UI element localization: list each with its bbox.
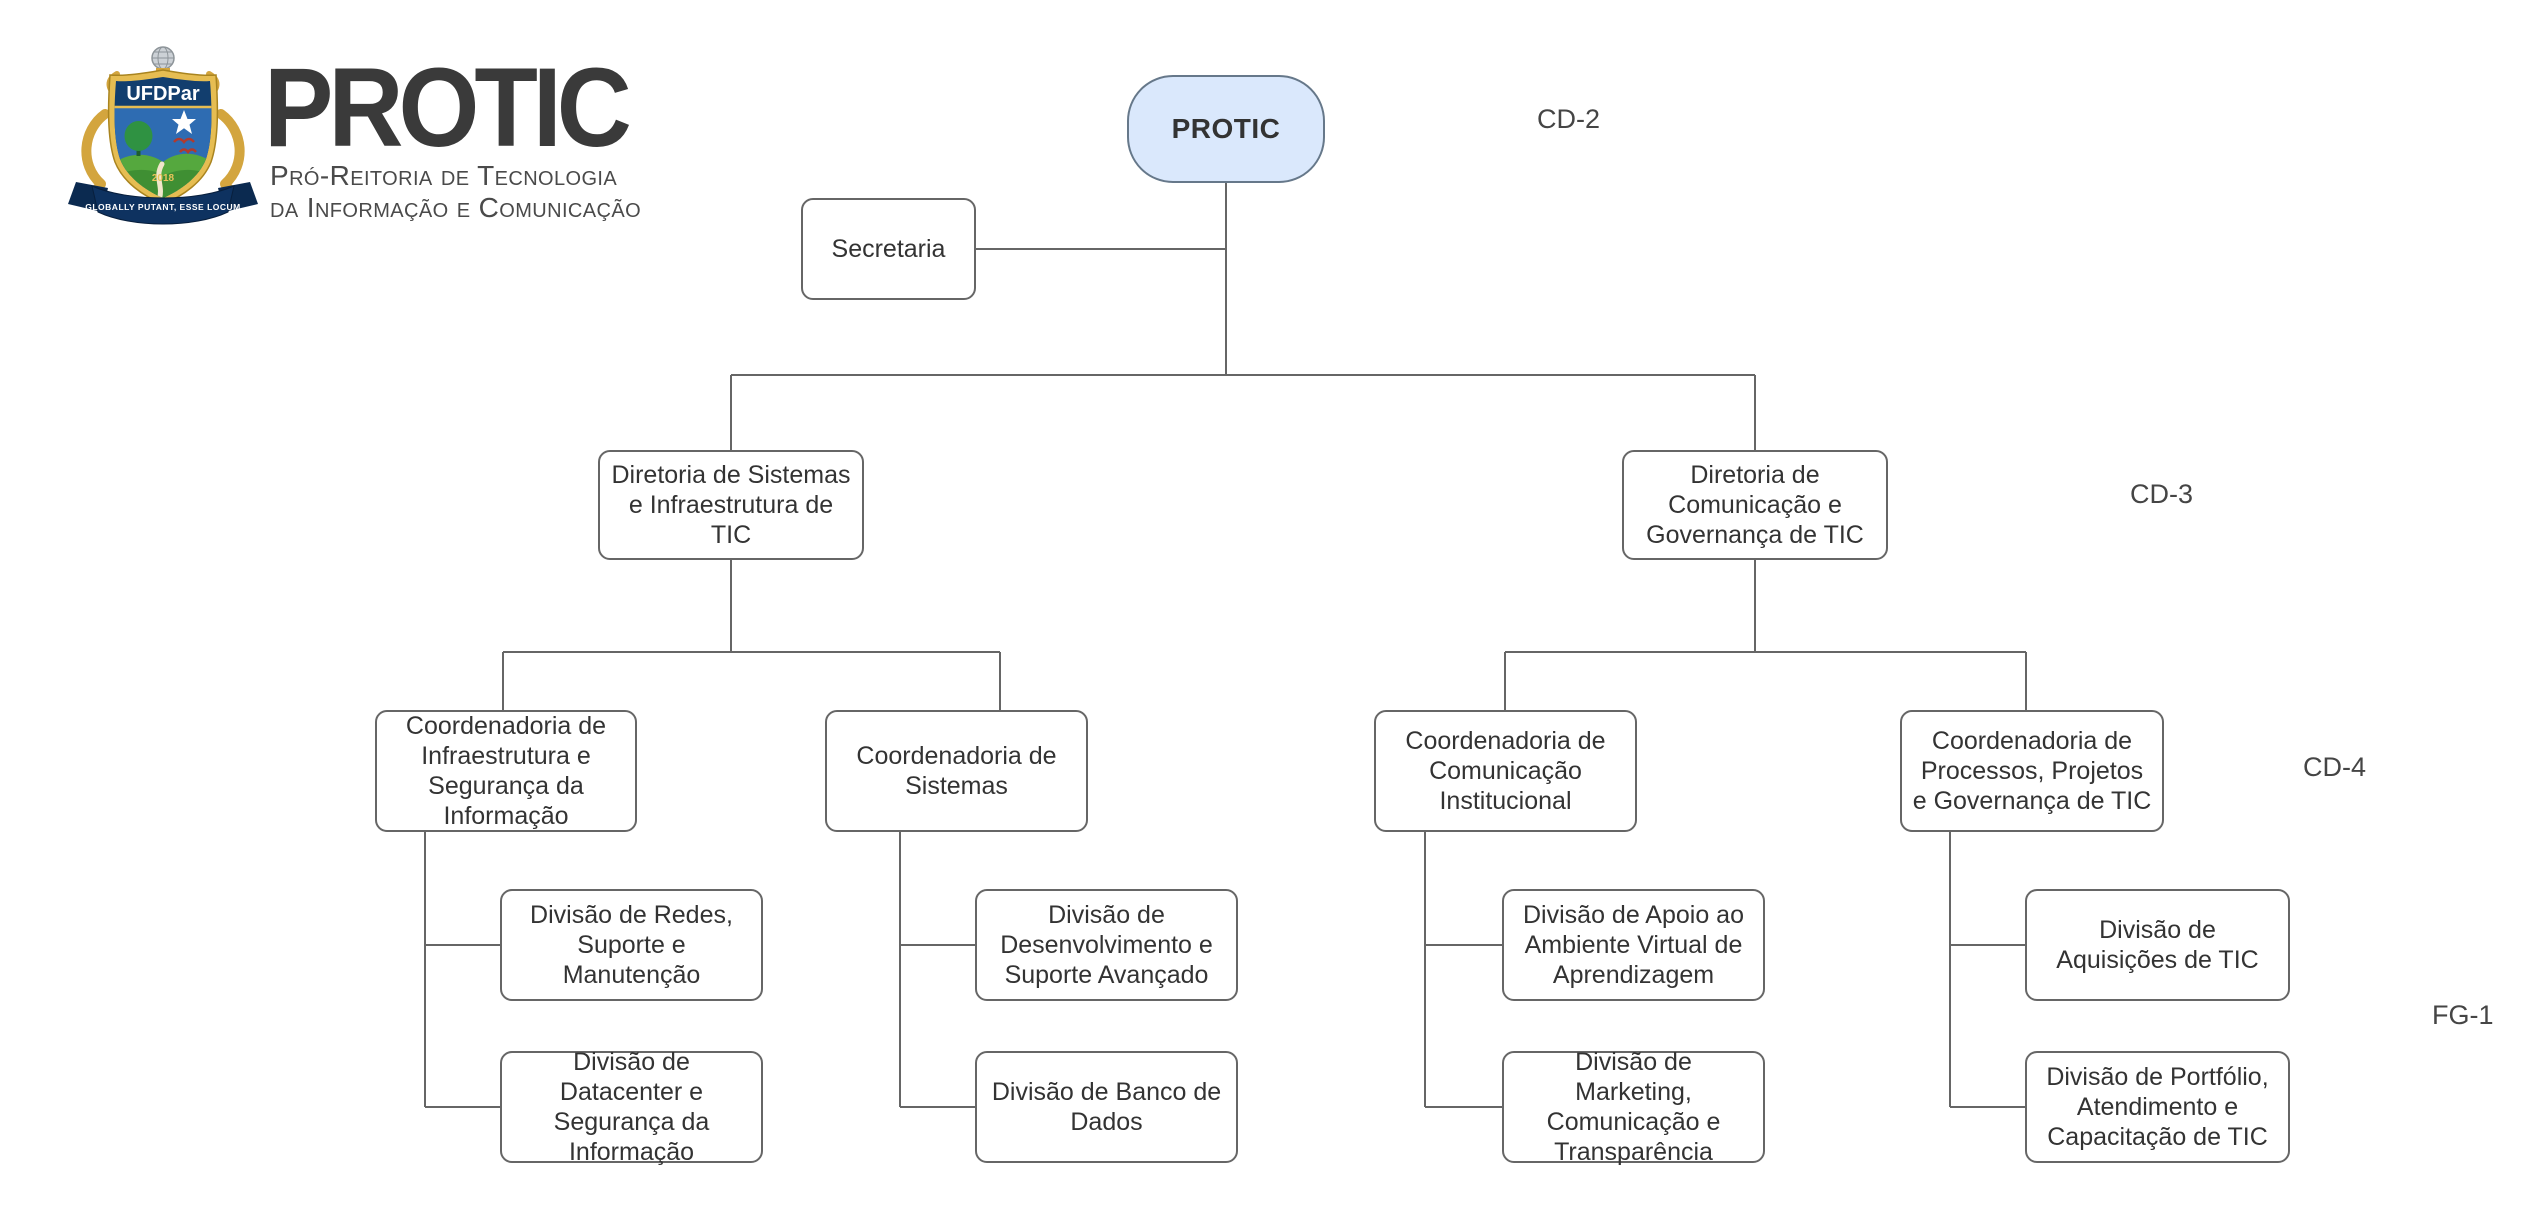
- org-node-divisao-aquisicoes: Divisão de Aquisições de TIC: [2025, 889, 2290, 1001]
- org-node-secretaria: Secretaria: [801, 198, 976, 300]
- crest-sigla: UFDPar: [126, 83, 200, 105]
- protic-wordmark: PROTIC: [264, 45, 632, 171]
- ufdpar-crest-logo: 2018 UFDPar GLOBALLY PUTANT, ESSE LOCUM: [68, 46, 258, 225]
- grade-label-fg1: FG-1: [2432, 1000, 2494, 1030]
- crest-ribbon-text: GLOBALLY PUTANT, ESSE LOCUM: [85, 202, 241, 212]
- org-node-divisao-portfolio: Divisão de Portfólio, Atendimento e Capa…: [2025, 1051, 2290, 1163]
- crest-star-icon: [172, 110, 196, 134]
- crest-ribbon: GLOBALLY PUTANT, ESSE LOCUM: [68, 182, 258, 225]
- org-node-divisao-marketing: Divisão de Marketing, Comunicação e Tran…: [1502, 1048, 1765, 1166]
- org-node-label: Coordenadoria de Infraestrutura e Segura…: [405, 712, 607, 830]
- crest-shield: 2018 UFDPar: [107, 69, 219, 205]
- org-node-label: Divisão de Aquisições de TIC: [2056, 916, 2259, 974]
- org-node-label: PROTIC: [1171, 113, 1281, 145]
- org-node-divisao-desenvolvimento: Divisão de Desenvolvimento e Suporte Ava…: [975, 889, 1238, 1001]
- org-node-divisao-apoio-ava: Divisão de Apoio ao Ambiente Virtual de …: [1502, 889, 1765, 1001]
- crest-tree-icon: [124, 121, 153, 156]
- protic-subtitle-line2: da Informação e Comunicação: [270, 192, 642, 224]
- org-node-label: Divisão de Apoio ao Ambiente Virtual de …: [1523, 901, 1744, 989]
- grade-label-cd2: CD-2: [1537, 104, 1601, 134]
- org-node-label: Diretoria de Comunicação e Governança de…: [1646, 461, 1864, 549]
- org-node-label: Divisão de Portfólio, Atendimento e Capa…: [2046, 1063, 2269, 1151]
- org-node-label: Coordenadoria de Comunicação Institucion…: [1405, 727, 1606, 815]
- org-node-label: Diretoria de Sistemas e Infraestrutura d…: [611, 461, 851, 549]
- org-node-coordenadoria-comunicacao-institucional: Coordenadoria de Comunicação Institucion…: [1374, 710, 1637, 832]
- org-node-divisao-redes: Divisão de Redes, Suporte e Manutenção: [500, 889, 763, 1001]
- org-node-label: Coordenadoria de Sistemas: [856, 742, 1057, 800]
- grade-label-cd3: CD-3: [2130, 479, 2194, 509]
- crest-birds-icon: [173, 137, 197, 154]
- org-node-divisao-datacenter: Divisão de Datacenter e Segurança da Inf…: [500, 1048, 763, 1166]
- org-node-coordenadoria-sistemas: Coordenadoria de Sistemas: [825, 710, 1088, 832]
- org-node-divisao-banco-dados: Divisão de Banco de Dados: [975, 1051, 1238, 1163]
- grade-label-cd4: CD-4: [2303, 752, 2367, 782]
- org-node-label: Divisão de Datacenter e Segurança da Inf…: [553, 1048, 710, 1166]
- crest-year: 2018: [152, 173, 175, 184]
- org-node-diretoria-sistemas: Diretoria de Sistemas e Infraestrutura d…: [598, 450, 864, 560]
- org-node-label: Coordenadoria de Processos, Projetos e G…: [1912, 727, 2152, 815]
- org-node-label: Divisão de Desenvolvimento e Suporte Ava…: [1000, 901, 1213, 989]
- org-node-protic: PROTIC: [1127, 75, 1325, 183]
- org-node-diretoria-comunicacao: Diretoria de Comunicação e Governança de…: [1622, 450, 1888, 560]
- org-node-label: Secretaria: [831, 235, 946, 263]
- protic-subtitle: Pró-Reitoria de Tecnologia da Informação…: [270, 160, 641, 225]
- org-node-label: Divisão de Marketing, Comunicação e Tran…: [1546, 1048, 1721, 1166]
- org-node-coordenadoria-processos: Coordenadoria de Processos, Projetos e G…: [1900, 710, 2164, 832]
- protic-subtitle-line1: Pró-Reitoria de Tecnologia: [270, 160, 618, 191]
- org-node-coordenadoria-infraestrutura: Coordenadoria de Infraestrutura e Segura…: [375, 710, 637, 832]
- org-node-label: Divisão de Banco de Dados: [991, 1078, 1222, 1136]
- org-node-label: Divisão de Redes, Suporte e Manutenção: [530, 901, 733, 989]
